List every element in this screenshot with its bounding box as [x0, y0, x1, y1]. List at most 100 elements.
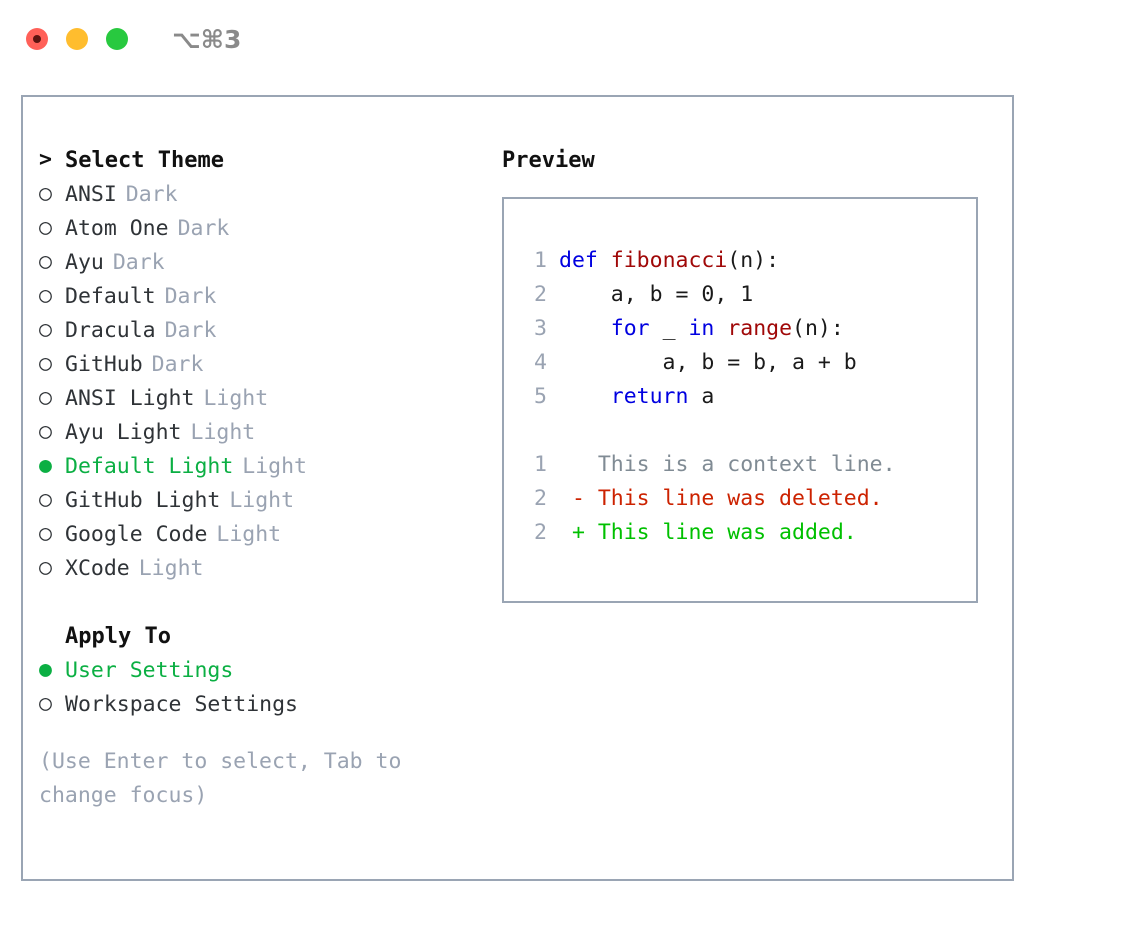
diff-line: 2 + This line was added.: [504, 515, 976, 549]
code-line-content: a, b = b, a + b: [559, 350, 857, 375]
theme-item-mode-badge: Light: [216, 521, 282, 547]
theme-item-label: Default: [65, 283, 156, 309]
theme-item-label: Dracula: [65, 317, 156, 343]
theme-item-label: GitHub: [65, 351, 143, 377]
apply-to-header-label: Apply To: [65, 623, 171, 649]
radio-selected-icon[interactable]: ●: [39, 657, 52, 683]
code-token: [714, 316, 727, 341]
radio-unselected-icon[interactable]: ○: [39, 215, 52, 241]
radio-unselected-icon[interactable]: ○: [39, 283, 52, 309]
code-line: 3 for _ in range(n):: [504, 311, 976, 345]
diff-sample: 1 This is a context line.2 - This line w…: [504, 447, 976, 549]
apply-to-header: ○ Apply To: [39, 619, 489, 653]
code-token: [559, 316, 611, 341]
diff-line-number: 2: [534, 519, 547, 545]
code-token: in: [688, 315, 715, 341]
theme-item-mode-badge: Dark: [151, 351, 204, 377]
code-token: def: [559, 247, 598, 273]
code-token: range: [727, 315, 793, 341]
theme-list-item[interactable]: ● Default Light Light: [39, 449, 489, 483]
theme-item-mode-badge: Dark: [177, 215, 230, 241]
theme-list-item[interactable]: ○ GitHub Light Light: [39, 483, 489, 517]
code-token: (n):: [792, 315, 844, 341]
code-line-number: 2: [534, 281, 547, 307]
code-line-content: return a: [559, 383, 715, 409]
section-spacer: [39, 585, 489, 619]
theme-item-label: XCode: [65, 555, 130, 581]
theme-item-mode-badge: Dark: [112, 249, 165, 275]
code-token: a: [688, 383, 715, 409]
apply-to-item-label: User Settings: [65, 657, 234, 683]
code-line: 5 return a: [504, 379, 976, 413]
select-theme-header: > Select Theme: [39, 143, 489, 177]
code-token: a, b = 0, 1: [559, 281, 754, 307]
theme-item-label: Atom One: [65, 215, 169, 241]
code-line: 2 a, b = 0, 1: [504, 277, 976, 311]
code-token: _: [649, 315, 689, 341]
theme-item-label: GitHub Light: [65, 487, 221, 513]
theme-list-item[interactable]: ○ XCode Light: [39, 551, 489, 585]
diff-line-content: This is a context line.: [559, 451, 896, 477]
help-text: (Use Enter to select, Tab to change focu…: [39, 749, 415, 808]
code-token: a, b = b, a + b: [559, 349, 857, 375]
preview-title: Preview: [502, 147, 595, 173]
radio-unselected-icon[interactable]: ○: [39, 317, 52, 343]
theme-item-mode-badge: Light: [138, 555, 204, 581]
apply-to-list-item[interactable]: ● User Settings: [39, 653, 489, 687]
radio-unselected-icon[interactable]: ○: [39, 419, 52, 445]
code-line: 4 a, b = b, a + b: [504, 345, 976, 379]
theme-item-mode-badge: Light: [229, 487, 295, 513]
radio-unselected-icon[interactable]: ○: [39, 487, 52, 513]
apply-to-list: ● User Settings ○ Workspace Settings: [39, 653, 489, 721]
theme-list-item[interactable]: ○ Ayu Dark: [39, 245, 489, 279]
theme-item-label: Default Light: [65, 453, 234, 479]
code-token: [559, 384, 611, 409]
select-theme-header-label: Select Theme: [65, 147, 224, 173]
radio-selected-icon[interactable]: ●: [39, 453, 52, 479]
radio-unselected-icon[interactable]: ○: [39, 691, 52, 717]
diff-line: 2 - This line was deleted.: [504, 481, 976, 515]
diff-line-number: 1: [534, 451, 547, 477]
code-line-content: def fibonacci(n):: [559, 248, 779, 273]
code-line-content: a, b = 0, 1: [559, 282, 753, 307]
minimize-button[interactable]: [66, 28, 88, 50]
radio-unselected-icon[interactable]: ○: [39, 385, 52, 411]
traffic-light-controls: [26, 28, 128, 50]
keyboard-shortcut-label: ⌥⌘3: [172, 24, 242, 54]
radio-unselected-icon[interactable]: ○: [39, 555, 52, 581]
radio-unselected-icon[interactable]: ○: [39, 181, 52, 207]
maximize-button[interactable]: [106, 28, 128, 50]
diff-line: 1 This is a context line.: [504, 447, 976, 481]
radio-unselected-icon[interactable]: ○: [39, 521, 52, 547]
theme-item-mode-badge: Light: [242, 453, 308, 479]
code-line-number: 1: [534, 247, 547, 273]
theme-item-label: Ayu Light: [65, 419, 182, 445]
code-line: 1 def fibonacci(n):: [504, 243, 976, 277]
code-line-number: 5: [534, 383, 547, 409]
code-token: fibonacci: [610, 247, 728, 273]
radio-unselected-icon[interactable]: ○: [39, 351, 52, 377]
close-button[interactable]: [26, 28, 48, 50]
apply-to-item-label: Workspace Settings: [65, 691, 298, 717]
code-token: for: [610, 315, 650, 341]
preview-gap: [504, 413, 976, 447]
theme-item-mode-badge: Dark: [164, 317, 217, 343]
theme-item-label: Ayu: [65, 249, 104, 275]
radio-unselected-icon[interactable]: ○: [39, 249, 52, 275]
theme-list-item[interactable]: ○ Atom One Dark: [39, 211, 489, 245]
apply-to-list-item[interactable]: ○ Workspace Settings: [39, 687, 489, 721]
theme-list-item[interactable]: ○ GitHub Dark: [39, 347, 489, 381]
diff-line-number: 2: [534, 485, 547, 511]
theme-list-item[interactable]: ○ Dracula Dark: [39, 313, 489, 347]
